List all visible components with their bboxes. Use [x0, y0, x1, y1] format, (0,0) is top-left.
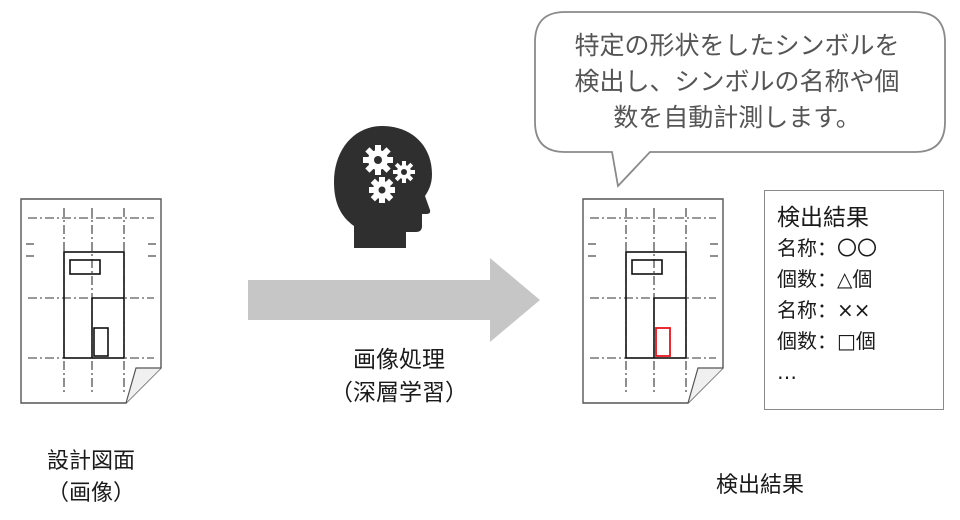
- result-line: 個数：△個: [777, 267, 873, 291]
- head-with-gears-icon: [334, 126, 432, 248]
- output-caption: 検出結果: [715, 473, 804, 498]
- input-blueprint-document: [20, 198, 162, 404]
- speech-bubble-line: 数を自動計測します。: [613, 103, 861, 132]
- process-label-line2: （深層学習）: [330, 380, 468, 406]
- detection-result-box: 検出結果 名称：〇〇 個数：△個 名称：×× 個数：□個 …: [764, 190, 944, 410]
- speech-bubble-text: 特定の形状をしたシンボルを 検出し、シンボルの名称や個 数を自動計測します。: [538, 28, 936, 136]
- input-caption: 設計図面 （画像）: [10, 446, 172, 510]
- result-line: 名称：〇〇: [777, 236, 877, 260]
- input-caption-line1: 設計図面: [46, 449, 135, 474]
- process-label-line1: 画像処理: [353, 347, 445, 373]
- result-line: 個数：□個: [777, 329, 876, 353]
- output-blueprint-document: [582, 198, 724, 404]
- speech-bubble-line: 特定の形状をしたシンボルを: [574, 31, 900, 60]
- detected-symbol-highlight: [655, 327, 671, 357]
- process-label: 画像処理 （深層学習）: [314, 344, 484, 410]
- result-line: …: [777, 360, 797, 384]
- input-caption-line2: （画像）: [46, 481, 135, 506]
- result-line: 名称：××: [777, 298, 871, 322]
- speech-bubble-line: 検出し、シンボルの名称や個: [574, 67, 900, 96]
- result-box-title: 検出結果: [777, 205, 869, 231]
